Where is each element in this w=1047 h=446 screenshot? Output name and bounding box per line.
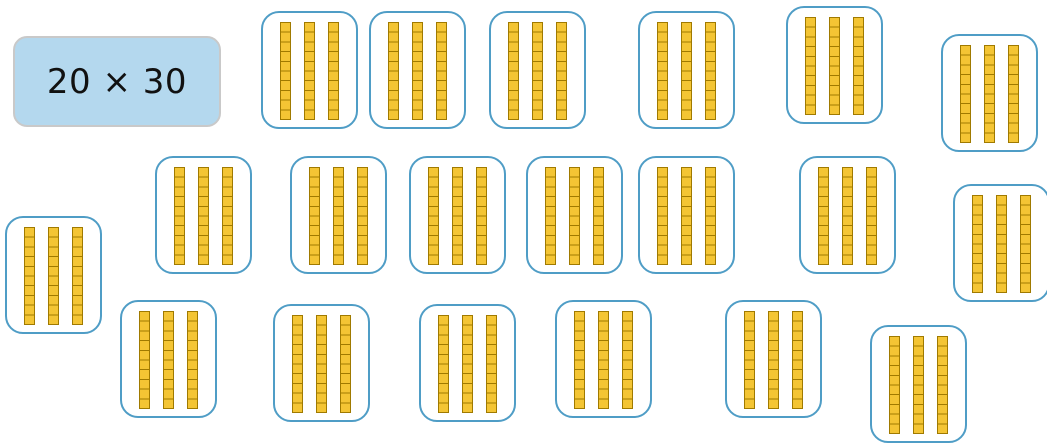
tens-rod: [681, 167, 692, 265]
tens-rod: [476, 167, 487, 265]
tens-group: [725, 300, 822, 418]
tens-group: [489, 11, 586, 129]
tens-rod: [960, 45, 971, 143]
tens-rod: [139, 311, 150, 409]
tens-rod: [818, 167, 829, 265]
tens-group: [409, 156, 506, 274]
tens-rod: [768, 311, 779, 409]
tens-rod: [436, 22, 447, 120]
tens-rod: [996, 195, 1007, 293]
tens-rod: [48, 227, 59, 325]
expression-card: 20 × 30: [13, 36, 221, 127]
tens-rod: [462, 315, 473, 413]
tens-rod: [705, 22, 716, 120]
tens-group: [526, 156, 623, 274]
tens-rod: [744, 311, 755, 409]
tens-group: [369, 11, 466, 129]
tens-rod: [829, 17, 840, 115]
tens-rod: [174, 167, 185, 265]
tens-rod: [486, 315, 497, 413]
tens-rod: [622, 311, 633, 409]
tens-rod: [657, 167, 668, 265]
tens-rod: [556, 22, 567, 120]
tens-group: [120, 300, 217, 418]
tens-rod: [304, 22, 315, 120]
tens-rod: [388, 22, 399, 120]
tens-group: [555, 300, 652, 418]
tens-group: [953, 184, 1047, 302]
tens-group: [419, 304, 516, 422]
tens-rod: [333, 167, 344, 265]
tens-rod: [853, 17, 864, 115]
tens-group: [786, 6, 883, 124]
tens-rod: [792, 311, 803, 409]
tens-rod: [198, 167, 209, 265]
tens-rod: [984, 45, 995, 143]
tens-rod: [316, 315, 327, 413]
tens-rod: [292, 315, 303, 413]
tens-rod: [705, 167, 716, 265]
tens-rod: [508, 22, 519, 120]
tens-rod: [24, 227, 35, 325]
tens-rod: [889, 336, 900, 434]
tens-rod: [574, 311, 585, 409]
tens-rod: [1008, 45, 1019, 143]
tens-group: [638, 11, 735, 129]
tens-rod: [438, 315, 449, 413]
tens-rod: [866, 167, 877, 265]
tens-rod: [340, 315, 351, 413]
tens-rod: [593, 167, 604, 265]
tens-rod: [681, 22, 692, 120]
tens-rod: [1020, 195, 1031, 293]
tens-rod: [972, 195, 983, 293]
tens-group: [799, 156, 896, 274]
tens-rod: [72, 227, 83, 325]
tens-rod: [842, 167, 853, 265]
tens-group: [941, 34, 1038, 152]
tens-group: [638, 156, 735, 274]
tens-rod: [569, 167, 580, 265]
tens-group: [290, 156, 387, 274]
tens-rod: [428, 167, 439, 265]
tens-rod: [913, 336, 924, 434]
tens-group: [870, 325, 967, 443]
tens-rod: [222, 167, 233, 265]
tens-group: [155, 156, 252, 274]
tens-rod: [412, 22, 423, 120]
tens-rod: [545, 167, 556, 265]
tens-rod: [280, 22, 291, 120]
tens-rod: [532, 22, 543, 120]
tens-group: [261, 11, 358, 129]
tens-rod: [163, 311, 174, 409]
tens-group: [273, 304, 370, 422]
tens-rod: [452, 167, 463, 265]
tens-rod: [657, 22, 668, 120]
tens-rod: [357, 167, 368, 265]
tens-rod: [187, 311, 198, 409]
tens-rod: [309, 167, 320, 265]
tens-rod: [805, 17, 816, 115]
tens-rod: [328, 22, 339, 120]
tens-rod: [598, 311, 609, 409]
tens-rod: [937, 336, 948, 434]
expression-label: 20 × 30: [47, 62, 187, 102]
tens-group: [5, 216, 102, 334]
